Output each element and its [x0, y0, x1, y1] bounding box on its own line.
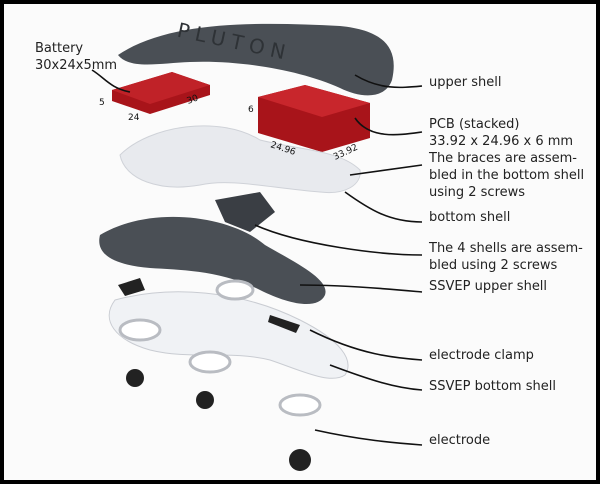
electrode — [196, 391, 214, 409]
ring — [118, 318, 162, 342]
exploded-diagram: PLUTON 5 24 30 6 24.96 33.92 — [4, 4, 596, 480]
battery-dim-h: 5 — [99, 98, 105, 108]
electrode-label: electrode — [429, 433, 491, 448]
battery-label-line: Battery — [35, 41, 84, 56]
braces-label-line: bled in the bottom shell — [429, 168, 585, 183]
four-shells-label-line: bled using 2 screws — [429, 258, 558, 273]
diagram-artwork: PLUTON 5 24 30 6 24.96 33.92 — [91, 18, 423, 471]
ssvep-bottom-label: SSVEP bottom shell — [429, 379, 556, 394]
leader-lines — [91, 69, 423, 446]
braces-label-line: The braces are assem- — [429, 151, 577, 166]
electrode-clamp-label: electrode clamp — [429, 348, 534, 363]
ring — [188, 350, 232, 374]
bottom-shell-label: bottom shell — [429, 210, 511, 225]
upper-shell-label: upper shell — [429, 75, 502, 90]
braces — [215, 192, 275, 232]
electrode — [126, 369, 144, 387]
ssvep-upper-shell — [99, 216, 326, 305]
pcb-label-line: PCB (stacked) — [429, 117, 520, 132]
ssvep-upper-label: SSVEP upper shell — [429, 279, 548, 294]
electrode-clamp — [268, 315, 300, 333]
pcb-label: PCB (stacked) 33.92 x 24.96 x 6 mm — [429, 116, 573, 150]
upper-shell — [118, 23, 394, 96]
battery-top-face — [112, 72, 210, 104]
braces-label-line: using 2 screws — [429, 185, 526, 200]
four-shells-label: The 4 shells are assem- bled using 2 scr… — [429, 240, 583, 274]
pcb-top-face — [258, 85, 370, 117]
battery-dim-d: 30 — [186, 93, 200, 106]
bottom-shell — [119, 125, 361, 194]
ring — [215, 279, 255, 301]
ssvep-bottom-shell — [108, 291, 349, 379]
braces-label: The braces are assem- bled in the bottom… — [429, 150, 584, 201]
ring — [278, 393, 322, 417]
battery-dim-w: 24 — [128, 113, 140, 123]
battery-label-line: 30x24x5mm — [35, 58, 118, 73]
pcb-dim-h: 6 — [248, 105, 254, 115]
pcb-label-line: 33.92 x 24.96 x 6 mm — [429, 134, 574, 149]
battery-label: Battery 30x24x5mm — [35, 40, 117, 74]
electrode — [289, 449, 311, 471]
four-shells-label-line: The 4 shells are assem- — [429, 241, 583, 256]
electrode-clamp — [118, 278, 145, 296]
